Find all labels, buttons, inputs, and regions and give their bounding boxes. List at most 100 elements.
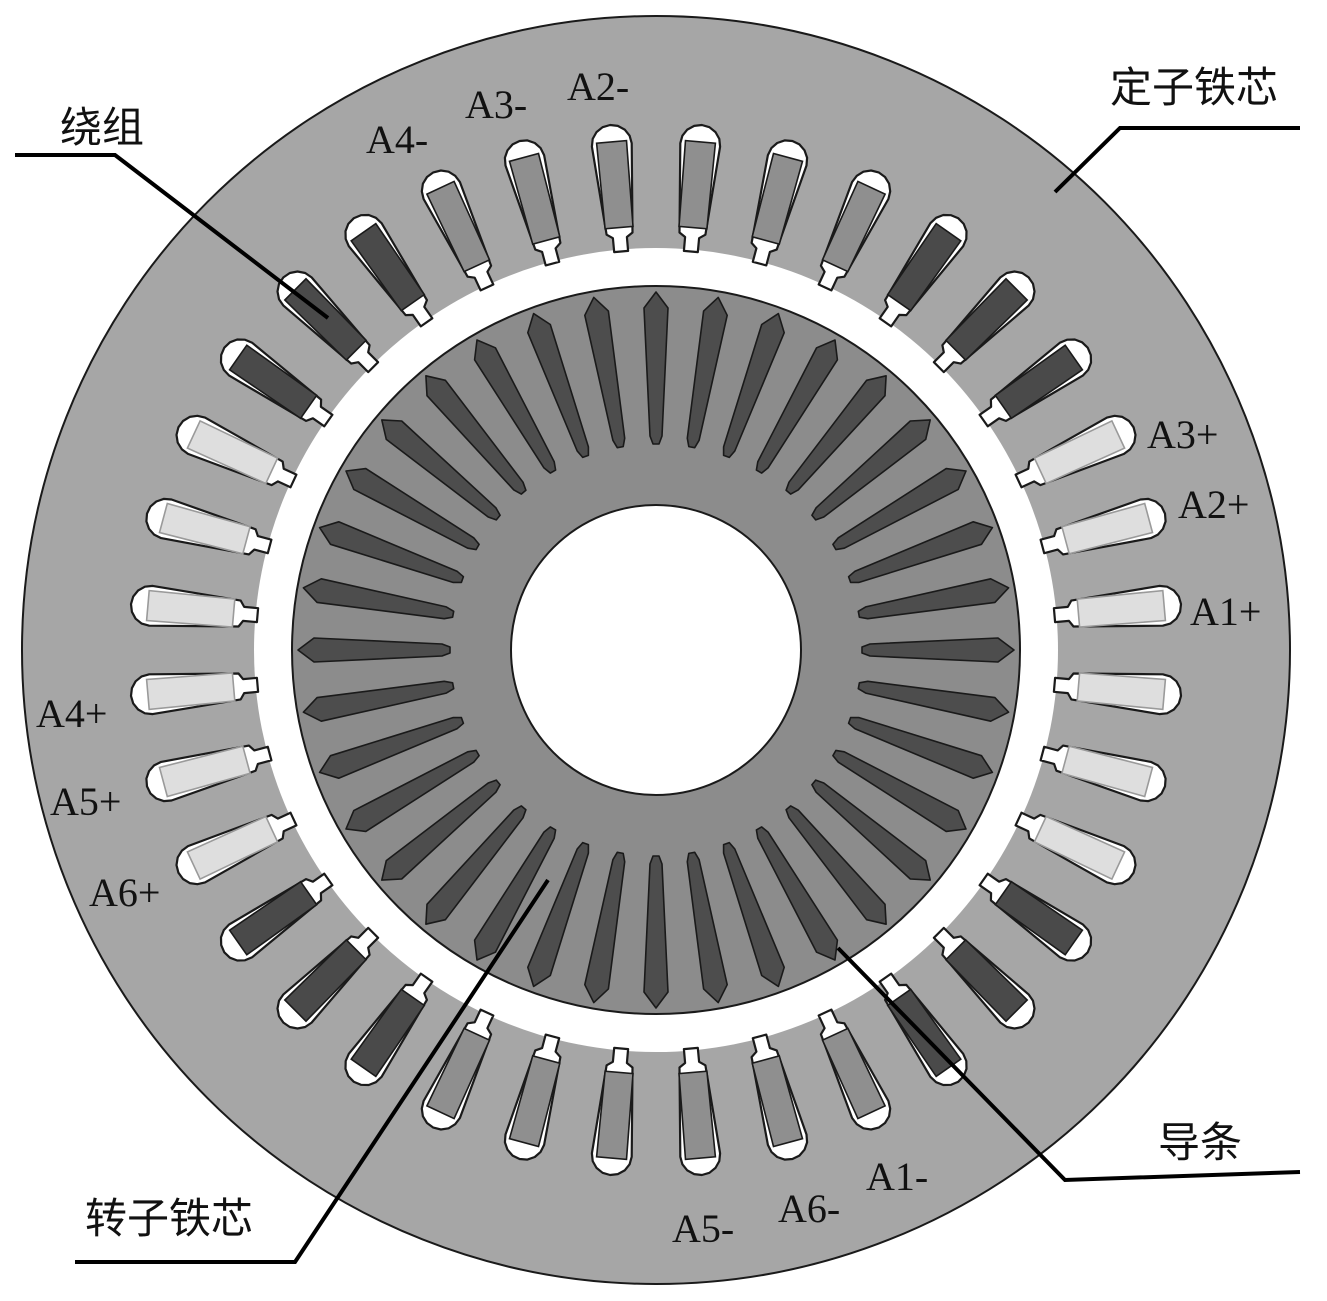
- stator-slot: [590, 123, 634, 254]
- phase-label: A5+: [50, 779, 121, 824]
- leader-line-stator-core: [1053, 126, 1300, 194]
- coil-dark: [944, 938, 1029, 1023]
- stator-slot: [129, 584, 260, 628]
- stator-slot: [1014, 414, 1137, 489]
- stator-slot: [1014, 811, 1137, 886]
- rotor-bar: [861, 637, 1015, 663]
- coil-dark: [350, 988, 426, 1078]
- coil-dark: [350, 222, 426, 312]
- coil-medium: [508, 152, 561, 246]
- rotor-bar: [297, 637, 451, 663]
- rotor-bar: [425, 374, 527, 495]
- rotor-bar: [583, 851, 626, 1004]
- stator-slot: [219, 872, 334, 962]
- stator-slot: [978, 338, 1093, 428]
- coil-medium: [821, 1027, 887, 1120]
- rotor-bar: [318, 716, 465, 780]
- coil-dark: [283, 938, 368, 1023]
- stator-slot: [420, 169, 495, 292]
- stator-slot: [1039, 497, 1167, 556]
- coil-medium: [821, 180, 887, 273]
- phase-label: A5-: [672, 1206, 734, 1251]
- coil-medium: [751, 1054, 804, 1148]
- coil-medium: [425, 1027, 491, 1120]
- coil-light: [145, 672, 236, 711]
- stator-slot: [678, 1046, 722, 1177]
- rotor-bar: [832, 749, 967, 833]
- rotor-bar: [380, 779, 501, 881]
- rotor-bar: [722, 312, 786, 459]
- coil-dark: [994, 344, 1084, 420]
- rotor-bar: [686, 296, 729, 449]
- rotor-bar: [526, 312, 590, 459]
- coil-light: [158, 745, 252, 798]
- phase-label: A6+: [89, 870, 160, 915]
- rotor-bar: [722, 841, 786, 988]
- phase-label: A4+: [36, 691, 107, 736]
- coil-light: [1033, 419, 1126, 485]
- coil-dark: [994, 880, 1084, 956]
- rotor-bar: [785, 374, 887, 495]
- rotor-bar: [643, 291, 669, 445]
- stator-slot: [344, 213, 434, 328]
- rotor-bar: [811, 419, 932, 521]
- coil-medium: [678, 139, 717, 230]
- phase-label: A6-: [778, 1186, 840, 1231]
- rotor-bar: [345, 749, 480, 833]
- rotor-bar: [847, 716, 994, 780]
- stator-slot: [750, 1033, 809, 1161]
- rotor-bar: [425, 805, 527, 926]
- leader-line-rotor-core: [75, 878, 550, 1264]
- shaft-hole: [510, 504, 802, 796]
- stator-slot: [420, 1008, 495, 1131]
- rotor-bar: [847, 520, 994, 584]
- stator-slots: [129, 123, 1183, 1177]
- coil-dark: [944, 277, 1029, 362]
- coil-dark: [886, 222, 962, 312]
- stator-slot: [678, 123, 722, 254]
- stator-slot: [1052, 584, 1183, 628]
- stator-slot: [817, 169, 892, 292]
- phase-label: A2+: [1178, 482, 1249, 527]
- coil-medium: [595, 139, 634, 230]
- coil-light: [158, 502, 252, 555]
- rotor-bar: [302, 680, 455, 723]
- stator-slot: [932, 926, 1036, 1030]
- stator-slot: [503, 139, 562, 267]
- phase-label: A4-: [366, 117, 428, 162]
- stator-slot: [129, 672, 260, 716]
- coil-light: [1033, 815, 1126, 881]
- rotor-bar: [832, 467, 967, 551]
- stator-slot: [344, 972, 434, 1087]
- phase-label: A1+: [1190, 589, 1261, 634]
- rotor-bar: [643, 855, 669, 1009]
- coil-light: [145, 589, 236, 628]
- rotor-bar: [755, 339, 839, 474]
- phase-label: A2-: [567, 64, 629, 109]
- rotor-bar: [785, 805, 887, 926]
- stator-slot: [978, 872, 1093, 962]
- stator-slot: [932, 270, 1036, 374]
- coil-dark: [228, 880, 318, 956]
- callout-rotor-core: 转子铁芯: [85, 1194, 253, 1243]
- rotor-bar: [811, 779, 932, 881]
- stator-slot: [590, 1046, 634, 1177]
- stator-slot: [817, 1008, 892, 1131]
- phase-labels: A1+ A2+ A3+ A4+ A5+ A6+ A4- A3- A2- A5- A6- A1-: [36, 64, 1261, 1251]
- coil-medium: [678, 1070, 717, 1161]
- rotor-bar: [473, 339, 557, 474]
- shaft-hole: [510, 504, 802, 796]
- stator-slot: [145, 497, 273, 556]
- stator-slot: [219, 338, 334, 428]
- phase-label: A1-: [866, 1154, 928, 1199]
- coil-light: [186, 419, 279, 485]
- phase-label: A3-: [465, 82, 527, 127]
- rotor-bar: [473, 826, 557, 961]
- phase-label: A3+: [1147, 412, 1218, 457]
- stator-slot: [878, 213, 968, 328]
- coil-light: [1076, 672, 1167, 711]
- coil-medium: [595, 1070, 634, 1161]
- stator-slot: [175, 414, 298, 489]
